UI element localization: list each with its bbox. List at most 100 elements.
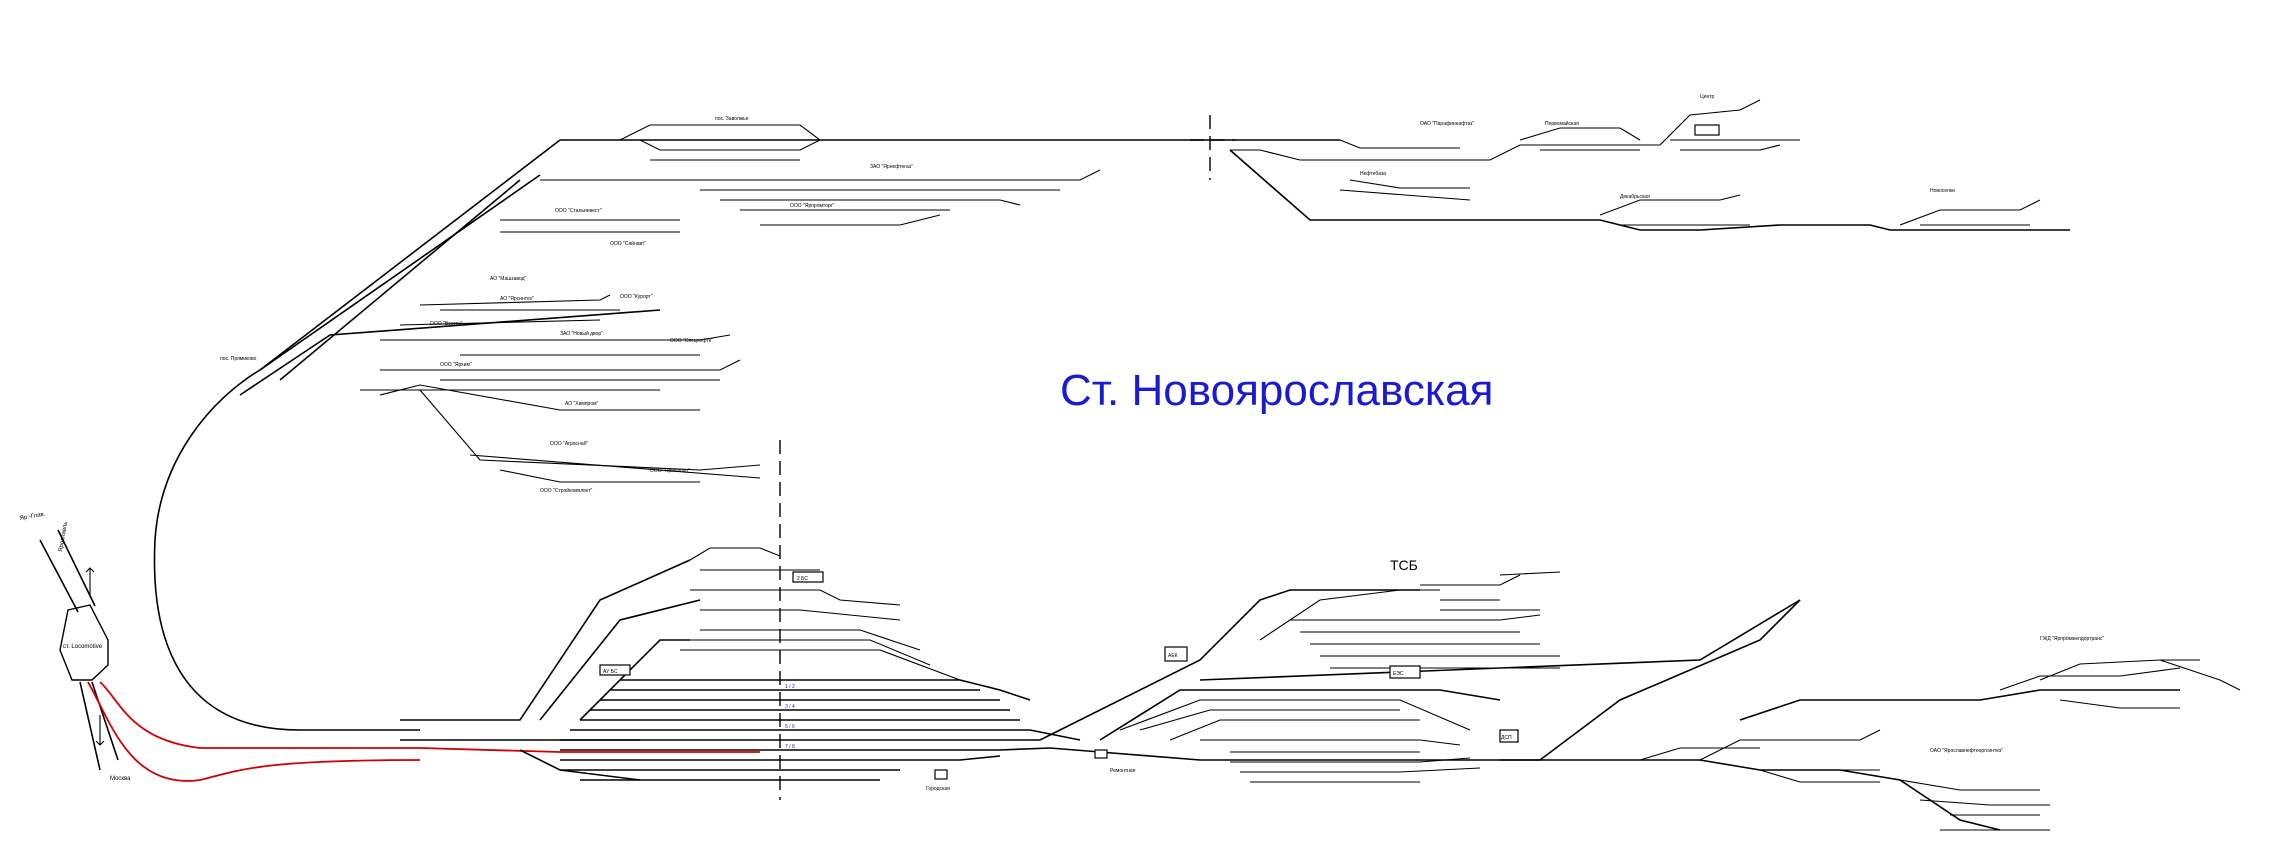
ry-8 (1240, 767, 1481, 773)
label-oao-kh: ЗАО "Ярнефтегаз" (870, 164, 913, 170)
ur-1 (1230, 144, 1660, 161)
fr-top-3 (2059, 699, 2180, 709)
fr-5 (1899, 779, 2040, 791)
hump-5 (700, 629, 921, 651)
ur-3 (1349, 179, 1470, 189)
external-station-shape (59, 604, 109, 681)
blue-label-4: 7 / 8 (785, 744, 795, 750)
label-novoselki: Новоселки (1930, 188, 1955, 194)
branch-line-a (239, 309, 661, 396)
label-kurort: ООО "Курорт" (620, 294, 653, 300)
tsb-exit (1199, 599, 1801, 681)
ry-7 (1230, 757, 1471, 763)
label-tsb: ТСБ (1390, 557, 1418, 573)
top-mainline: пос. Заволжье ЗАО "Ярнефтегаз" ООО "Стал… (500, 116, 1340, 247)
main-park: 2 БС АУ БС 1 / 2 3 / 4 5 / 6 7 / 8 (300, 547, 1500, 781)
label-agrosnab: ООО "Агроснаб" (550, 441, 588, 447)
zavolzhe-track-2 (639, 139, 821, 151)
direction-yaroslavl: Ярославль (58, 521, 69, 552)
box-2bs (792, 571, 824, 583)
direction-yar-glavny: Яр.-Глав. (19, 511, 46, 521)
hump-1 (689, 547, 781, 561)
box-dsp (1499, 729, 1519, 743)
box-kv (1094, 749, 1108, 759)
label-yarpromtorg: ООО "Ярпромторг" (790, 203, 835, 209)
ry-1 (1099, 689, 1501, 741)
box-ees (1389, 665, 1421, 679)
ur-10 (1599, 194, 1741, 216)
park-track-6 (570, 729, 1081, 741)
approach-line-4 (91, 681, 119, 761)
fr-top-4 (2159, 659, 2241, 691)
far-right: ГЖД "Ярпромжелдортранс" ОАО "Ярославнефт… (1500, 636, 2241, 831)
ur-9 (1680, 144, 1781, 151)
blue-label-1: 1 / 2 (785, 684, 795, 690)
label-khimprom: АО "Химпром" (565, 401, 599, 407)
ry-5 (1200, 739, 1461, 746)
label-zavolzhe: пос. Заволжье (715, 116, 749, 122)
label-yarmoloko: ООО "Ярмолоко" (650, 468, 690, 474)
park-track-9 (560, 755, 1001, 761)
label-stroykomplekt: ООО "Стройкомплект" (540, 487, 592, 494)
label-syaynavt: ООО "Сяйнавт" (610, 240, 646, 247)
box-aek-label: АЕК (1168, 653, 1178, 659)
label-yarkhim: ООО "Ярхим" (440, 362, 472, 368)
mid-left-sidings: АО "Машзавод" АО "Ярсинтез" ООО "Курорт"… (220, 276, 761, 494)
park-branch-d (519, 749, 641, 781)
label-vostok: ООО "Восток" (430, 321, 463, 327)
siding-r1 (540, 169, 1101, 181)
station-title: Ст. Новоярославская (1060, 366, 1493, 415)
hump-6 (690, 639, 931, 666)
label-tsentr: Центр (1700, 94, 1715, 100)
fr-top-1 (1999, 667, 2181, 691)
siding-r3 (720, 199, 1021, 206)
tsb-10 (1499, 571, 1561, 576)
ry-4 (1169, 719, 1420, 741)
label-parfin: ОАО "Парафиннафтаз" (1420, 121, 1474, 127)
branch-line-b (279, 179, 521, 381)
tsb-7 (1420, 574, 1521, 586)
ry-exit-diag (1500, 599, 1801, 761)
blue-label-2: 3 / 4 (785, 704, 795, 710)
ry-3 (1139, 709, 1400, 731)
label-neftebaza: Нефтебаза (1360, 171, 1386, 177)
tsb-2 (1290, 614, 1541, 621)
park-exit (1049, 747, 1500, 761)
ur-box (1694, 124, 1720, 136)
arrow-down (95, 715, 105, 746)
approach-line-3 (79, 681, 101, 771)
ml-4 (380, 334, 731, 341)
zavolzhe-track-1 (619, 124, 821, 141)
label-pervomai: Первомайская (1545, 120, 1579, 127)
fr-2 (1699, 729, 1881, 761)
box-aek (1164, 646, 1188, 662)
ur-12 (1899, 199, 2041, 226)
box-2bs-label: 2 БС (797, 576, 808, 582)
direction-moskva: Москва (110, 776, 131, 782)
label-remont: Ремонтная (1110, 768, 1136, 774)
label-gzhd: ГЖД "Ярпромжелдортранс" (2040, 636, 2104, 642)
external-station-label: ст. Locomotive (63, 644, 103, 650)
box-dsp-label: ДСП (1501, 735, 1512, 741)
route-red-2 (87, 681, 421, 782)
loop-line-2 (259, 174, 541, 371)
ur-main (1229, 149, 2070, 231)
park-branch-c (579, 639, 690, 721)
fr-top-2 (2039, 659, 2200, 681)
label-spetsnefte: ООО "Спецнефте" (670, 338, 713, 344)
label-gorod: Городская (926, 786, 950, 792)
ml-1 (419, 294, 611, 306)
approach-line-2 (57, 529, 96, 607)
ml-11 (469, 454, 761, 479)
ry-2 (1119, 699, 1471, 731)
label-mashzavod: АО "Машзавод" (490, 276, 527, 282)
ml-9 (379, 384, 700, 411)
label-pryamikovo: пос. Прямиково (220, 356, 257, 362)
fr-top (1739, 689, 2180, 721)
fr-main (1500, 759, 2001, 831)
right-yard: ТСБ АЕК ЕЭС ДСП Ремонтная Городская (926, 557, 1801, 792)
box-aubs-label: АУ БС (603, 669, 618, 675)
hump-7 (680, 649, 961, 681)
park-branch-b (539, 599, 701, 721)
